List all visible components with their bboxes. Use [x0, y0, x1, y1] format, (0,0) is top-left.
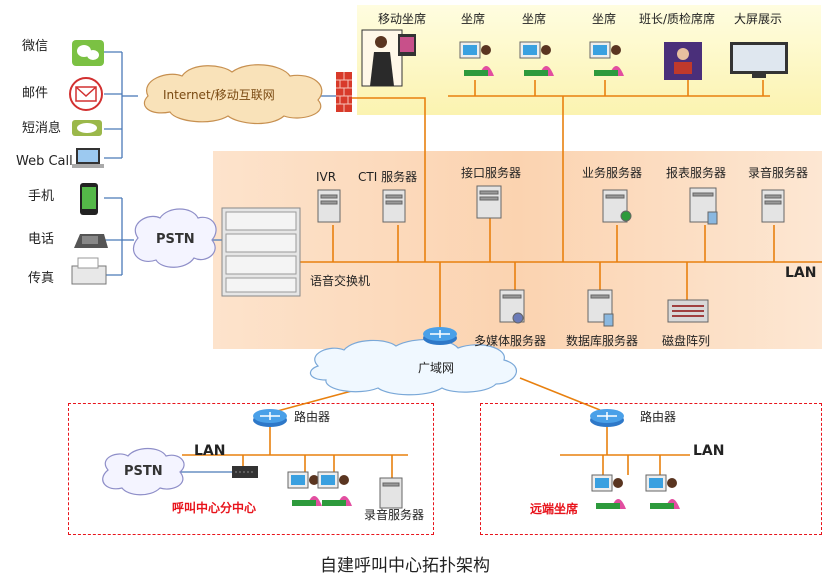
- business-server-icon: [602, 189, 632, 223]
- voice-switch-icon: [221, 207, 301, 297]
- remote-router-icon: [590, 409, 624, 427]
- pstn-cloud-label: PSTN: [156, 232, 195, 247]
- ivr-label: IVR: [316, 170, 337, 184]
- agent1-label: 坐席: [461, 12, 486, 26]
- branch-recording-label: 录音服务器: [364, 508, 425, 522]
- recording-server-icon: [761, 189, 785, 223]
- disk-array-icon: [667, 299, 709, 323]
- fax-icon: [71, 257, 107, 285]
- big-screen-label: 大屏展示: [734, 12, 783, 26]
- interface-server-label: 接口服务器: [461, 166, 522, 180]
- interface-server-icon: [476, 185, 502, 219]
- remote-agent-title: 远端坐席: [530, 502, 579, 516]
- sms-icon: [72, 120, 102, 136]
- multimedia-server-label: 多媒体服务器: [474, 334, 547, 348]
- mobile-agent-label: 移动坐席: [378, 12, 427, 26]
- sms-label: 短消息: [22, 121, 62, 136]
- report-server-label: 报表服务器: [666, 166, 727, 180]
- internet-cloud: [143, 64, 323, 125]
- disk-array-label: 磁盘阵列: [662, 334, 711, 348]
- webcall-label: Web Call: [16, 154, 73, 169]
- supervisor-label: 班长/质检席席: [639, 12, 716, 26]
- remote-router-label: 路由器: [640, 410, 677, 424]
- mobile-agent-icon: [361, 29, 416, 87]
- voice-switch-label: 语音交换机: [310, 274, 371, 288]
- wan-cloud: [309, 338, 518, 396]
- branch-router-label: 路由器: [294, 410, 331, 424]
- email-label: 邮件: [22, 86, 49, 101]
- fax-label: 传真: [28, 271, 55, 286]
- phone-label: 电话: [28, 232, 55, 247]
- agent3-label: 坐席: [592, 12, 617, 26]
- email-icon: [69, 77, 103, 111]
- remote-lan-label: LAN: [693, 443, 725, 459]
- branch-lan-label: LAN: [194, 443, 226, 459]
- agent2-label: 坐席: [522, 12, 547, 26]
- cti-server-icon: [382, 189, 406, 223]
- internet-cloud-label: Internet/移动互联网: [163, 88, 275, 102]
- ivr-server-icon: [317, 189, 341, 223]
- branch-center-title: 呼叫中心分中心: [172, 501, 257, 515]
- cti-label: CTI 服务器: [358, 170, 418, 184]
- agent-stations: [287, 41, 680, 509]
- business-server-label: 业务服务器: [582, 166, 643, 180]
- webcall-laptop-icon: [72, 148, 104, 168]
- branch-pstn-cloud: [102, 447, 185, 496]
- supervisor-icon: [664, 42, 702, 80]
- database-server-icon: [587, 289, 614, 327]
- mobile-label: 手机: [28, 189, 55, 204]
- remote-agent-zone: [480, 403, 822, 535]
- branch-switch-icon: [232, 466, 258, 478]
- diagram-caption: 自建呼叫中心拓扑架构: [320, 556, 490, 576]
- firewall-icon: [336, 72, 352, 112]
- wechat-icon: [72, 40, 104, 66]
- report-server-icon: [689, 187, 718, 225]
- wechat-label: 微信: [22, 39, 49, 54]
- wan-cloud-label: 广域网: [418, 361, 455, 375]
- mobile-phone-icon: [80, 183, 98, 215]
- core-lan-label: LAN: [785, 265, 817, 281]
- branch-router-icon: [253, 409, 287, 427]
- database-server-label: 数据库服务器: [566, 334, 639, 348]
- branch-pstn-label: PSTN: [124, 464, 163, 479]
- big-screen-icon: [730, 42, 788, 78]
- recording-server-label: 录音服务器: [748, 166, 809, 180]
- core-router-icon: [423, 327, 457, 345]
- branch-center-zone: [68, 403, 434, 535]
- desk-phone-icon: [74, 234, 108, 248]
- pstn-cloud: [132, 208, 217, 268]
- multimedia-server-icon: [499, 289, 525, 324]
- branch-recording-server-icon: [379, 477, 403, 509]
